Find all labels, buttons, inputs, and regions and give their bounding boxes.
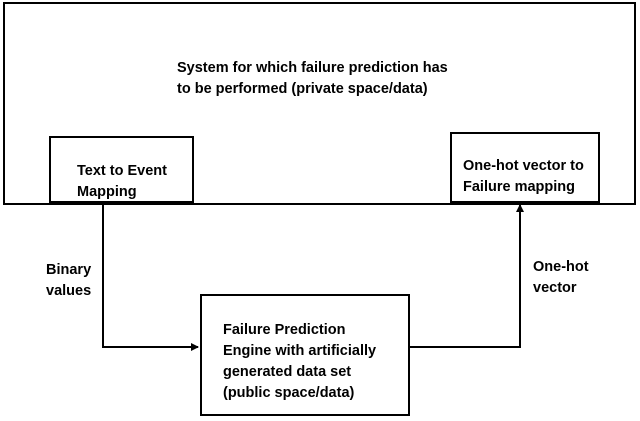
onehot-to-failure-box: One-hot vector to Failure mapping <box>450 132 600 203</box>
binary-values-line1: Binary <box>46 262 92 278</box>
binary-values-label: Binary values <box>46 260 91 302</box>
prediction-engine-line2: Engine with artificially <box>223 343 377 359</box>
text-to-event-line2: Mapping <box>77 184 137 200</box>
prediction-engine-line3: generated data set <box>223 364 352 380</box>
prediction-engine-box: Failure Prediction Engine with artificia… <box>200 294 410 416</box>
system-label-line2: to be performed (private space/data) <box>177 81 428 97</box>
onehot-to-failure-line2: Failure mapping <box>463 179 575 195</box>
prediction-engine-line1: Failure Prediction <box>223 322 346 338</box>
prediction-engine-label: Failure Prediction Engine with artificia… <box>223 320 376 404</box>
onehot-vector-line1: One-hot <box>533 259 589 275</box>
system-label: System for which failure prediction has … <box>177 58 448 100</box>
system-label-line1: System for which failure prediction has <box>177 60 448 76</box>
onehot-to-failure-label: One-hot vector to Failure mapping <box>463 156 584 198</box>
onehot-vector-line2: vector <box>533 280 577 296</box>
onehot-vector-arrow <box>410 204 524 348</box>
binary-values-line2: values <box>46 283 92 299</box>
system-box: System for which failure prediction has … <box>3 2 636 205</box>
text-to-event-box: Text to Event Mapping <box>49 136 194 203</box>
text-to-event-line1: Text to Event <box>77 163 167 179</box>
onehot-vector-label: One-hot vector <box>533 257 589 299</box>
prediction-engine-line4: (public space/data) <box>223 385 355 401</box>
onehot-to-failure-line1: One-hot vector to <box>463 158 584 174</box>
text-to-event-label: Text to Event Mapping <box>77 161 167 203</box>
binary-values-arrow <box>102 203 199 351</box>
